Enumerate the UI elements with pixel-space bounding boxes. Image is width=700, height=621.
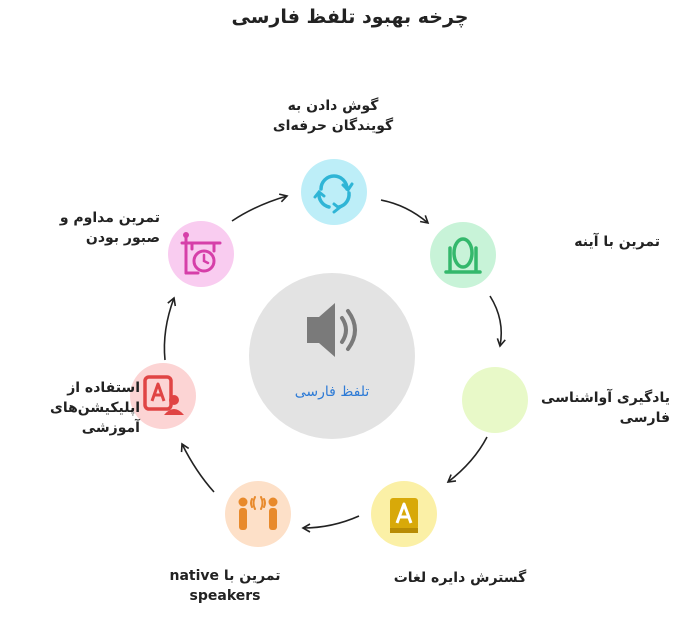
- timer-sign-icon: [180, 232, 222, 275]
- step-node-listening: [301, 159, 367, 225]
- step-label-phonetics: یادگیری آواشناسی فارسی: [541, 390, 670, 426]
- step-label-native-speakers: تمرین با native speakers: [169, 568, 281, 604]
- loop-icon: [313, 174, 354, 214]
- step-label-practice: تمرین مداوم و صبور بودن: [59, 210, 160, 246]
- step-node-practice: [168, 221, 234, 287]
- diagram-title: چرخه بهبود تلفظ فارسی: [231, 6, 469, 28]
- app-user-icon: [143, 375, 184, 415]
- step-label-vocabulary: گسترش دایره لغات: [393, 570, 527, 586]
- arrow-7-1: [231, 193, 289, 222]
- arrow-5-6: [180, 442, 215, 493]
- arrow-3-4: [446, 436, 488, 483]
- speaker-icon: [307, 303, 357, 357]
- arrow-6-7: [163, 296, 177, 361]
- center-hub: [249, 273, 415, 439]
- arrow-4-5: [301, 515, 360, 533]
- arrow-2-3: [489, 295, 506, 348]
- step-label-apps: استفاده از اپلیکیشن‌های آموزشی: [50, 380, 140, 436]
- book-icon: [390, 498, 418, 533]
- step-node-phonetics: [462, 367, 528, 433]
- center-label: تلفظ فارسی: [294, 384, 370, 400]
- step-node-vocabulary: [371, 481, 437, 547]
- step-node-mirror: [430, 222, 496, 288]
- step-label-mirror: تمرین با آینه: [574, 234, 660, 250]
- arrow-1-2: [380, 199, 430, 225]
- step-label-listening: گوش دادن به گویندگان حرفه‌ای: [272, 98, 394, 134]
- step-node-apps: [130, 363, 196, 429]
- conversation-icon: [238, 496, 278, 530]
- step-node-native-speakers: [225, 481, 291, 547]
- mirror-icon: [444, 237, 482, 274]
